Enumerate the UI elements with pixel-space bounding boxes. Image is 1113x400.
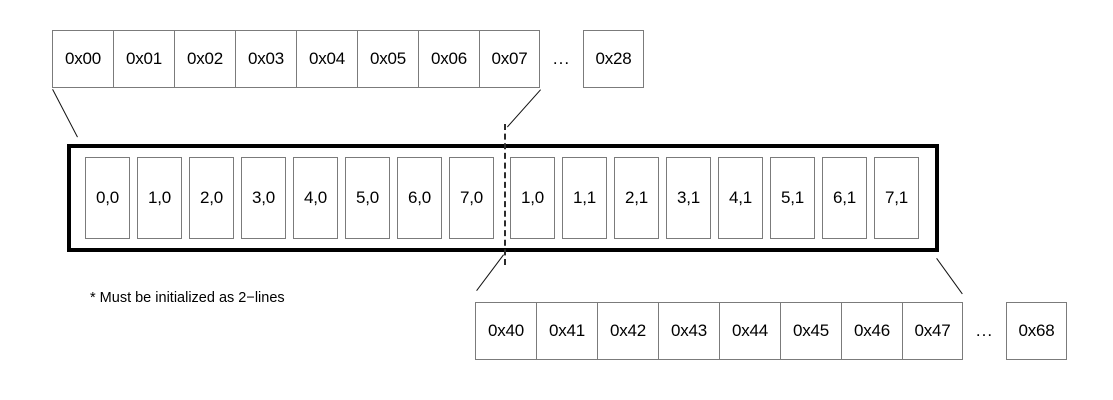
address-cell: 0x44 xyxy=(719,302,780,360)
address-cell: 0x45 xyxy=(780,302,841,360)
buffer-slot: 2,1 xyxy=(614,157,659,239)
address-cell-tail: 0x28 xyxy=(583,30,644,88)
address-cell: 0x42 xyxy=(597,302,658,360)
leader-line-bottom-left xyxy=(476,254,504,291)
buffer-slot: 3,0 xyxy=(241,157,286,239)
ellipsis-label: ... xyxy=(552,49,571,68)
buffer-slot: 7,1 xyxy=(874,157,919,239)
address-cell: 0x00 xyxy=(52,30,113,88)
buffer-slot: 6,0 xyxy=(397,157,442,239)
address-cell: 0x40 xyxy=(475,302,536,360)
bottom-address-row: 0x40 0x41 0x42 0x43 0x44 0x45 0x46 0x47 … xyxy=(475,302,1067,360)
buffer-slot: 7,0 xyxy=(449,157,494,239)
address-cell: 0x06 xyxy=(418,30,479,88)
buffer-slot: 2,0 xyxy=(189,157,234,239)
address-cell: 0x04 xyxy=(296,30,357,88)
buffer-slot: 5,1 xyxy=(770,157,815,239)
buffer-slot: 4,0 xyxy=(293,157,338,239)
address-cell: 0x41 xyxy=(536,302,597,360)
buffer-slot: 3,1 xyxy=(666,157,711,239)
address-cell: 0x03 xyxy=(235,30,296,88)
buffer-slot: 6,1 xyxy=(822,157,867,239)
leader-line-bottom-right xyxy=(936,258,963,295)
buffer-slot: 5,0 xyxy=(345,157,390,239)
ellipsis-label: ... xyxy=(975,321,994,340)
buffer-slot: 1,1 xyxy=(562,157,607,239)
leader-line-top-left xyxy=(52,89,78,138)
buffer-slot: 1,0 xyxy=(137,157,182,239)
address-cell: 0x43 xyxy=(658,302,719,360)
top-address-row: 0x00 0x01 0x02 0x03 0x04 0x05 0x06 0x07 … xyxy=(52,30,644,88)
address-cell: 0x05 xyxy=(357,30,418,88)
buffer-slot: 0,0 xyxy=(85,157,130,239)
address-cell: 0x01 xyxy=(113,30,174,88)
line-split-divider xyxy=(504,124,506,265)
buffer-slot: 4,1 xyxy=(718,157,763,239)
buffer-slot: 1,0 xyxy=(510,157,555,239)
address-cell: 0x46 xyxy=(841,302,902,360)
address-cell: 0x02 xyxy=(174,30,235,88)
address-cell-tail: 0x68 xyxy=(1006,302,1067,360)
two-line-buffer: 0,0 1,0 2,0 3,0 4,0 5,0 6,0 7,0 1,0 1,1 … xyxy=(67,144,939,252)
address-cell: 0x47 xyxy=(902,302,963,360)
address-cell: 0x07 xyxy=(479,30,540,88)
leader-line-top-right xyxy=(506,89,541,128)
footnote-text: * Must be initialized as 2−lines xyxy=(90,290,285,306)
